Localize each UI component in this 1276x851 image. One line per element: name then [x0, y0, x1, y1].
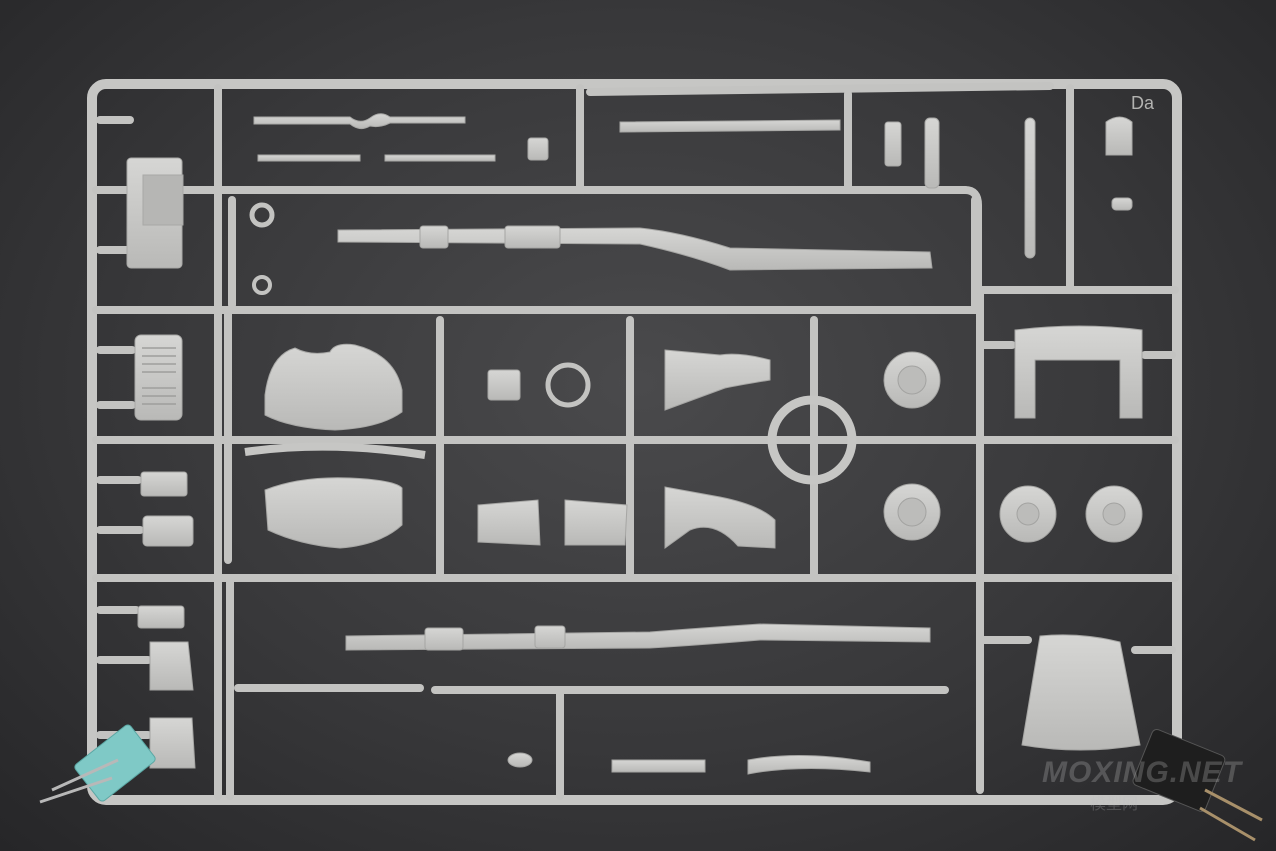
watermark-sub: 模型网 — [1090, 794, 1139, 813]
chassis-rail-upper — [249, 202, 933, 295]
chassis-rail-lower — [137, 605, 931, 775]
binder-clip-right — [1132, 728, 1263, 842]
fenders-and-grille — [134, 334, 426, 549]
bumper-and-hood — [1014, 325, 1143, 751]
binder-clip-left — [39, 724, 156, 804]
sprue-letter: Da — [1131, 93, 1155, 113]
upper-parts — [126, 113, 1133, 269]
wheels — [883, 351, 1143, 543]
center-panels — [477, 349, 857, 549]
sprue-runners — [92, 82, 1179, 800]
watermark: MOXING.NET — [1042, 756, 1243, 789]
